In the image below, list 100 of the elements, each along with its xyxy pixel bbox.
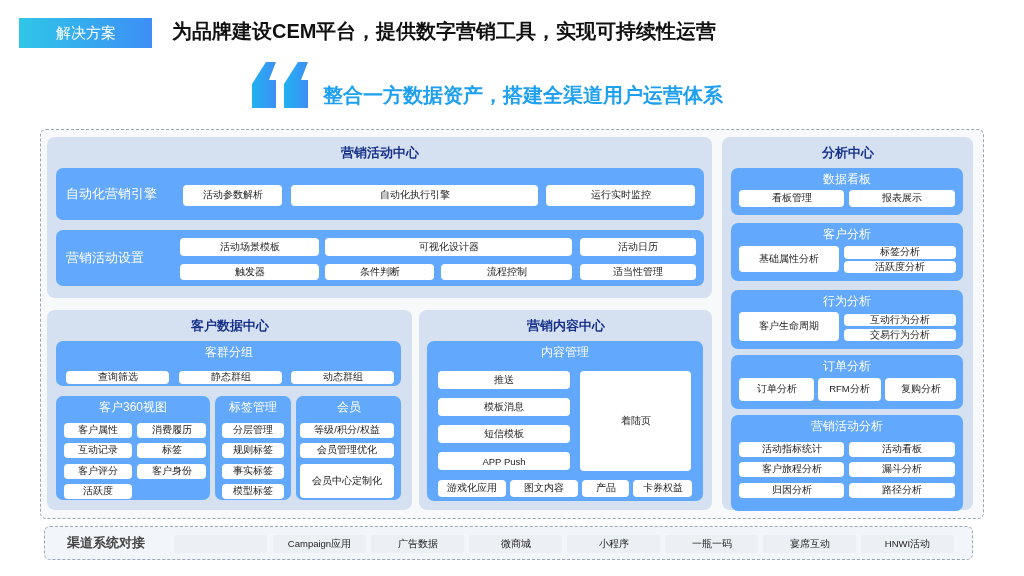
feature-tile — [325, 264, 434, 280]
feature-tile — [441, 264, 572, 280]
panel-heading: 营销内容中心 — [525, 318, 606, 335]
tile-label: 订单分析 — [756, 383, 797, 396]
module-panel — [47, 310, 412, 510]
tile-label: 活动参数解析 — [202, 189, 263, 202]
tile-label: 基础属性分析 — [759, 252, 819, 266]
submodule-panel — [731, 290, 963, 349]
tile-label: APP Push — [482, 455, 526, 467]
feature-tile — [64, 484, 132, 499]
feature-tile — [510, 480, 578, 497]
tile-label: 活动看板 — [882, 443, 922, 456]
tile-label: 活动场景模板 — [219, 240, 280, 254]
panel-heading: 客群分组 — [203, 344, 254, 361]
tile-label: 会员管理优化 — [317, 444, 377, 457]
feature-tile — [300, 423, 394, 438]
feature-tile — [291, 371, 394, 384]
tile-label: 活跃度分析 — [875, 260, 925, 274]
feature-tile — [222, 484, 284, 499]
subtitle: 整合一方数据资产，搭建全渠道用户运营体系 — [323, 83, 723, 108]
tile-label: 互动记录 — [78, 444, 118, 457]
tile-label: 宴席互动 — [789, 537, 830, 551]
tile-label: 模型标签 — [233, 485, 273, 498]
feature-tile — [66, 371, 169, 384]
panel-heading: 客户分析 — [822, 226, 872, 243]
tile-label: 标签 — [161, 444, 182, 457]
feature-tile — [849, 483, 955, 498]
tile-label: 查询筛选 — [97, 371, 138, 384]
panel-heading: 自动化营销引擎 — [66, 185, 157, 203]
panel-heading: 订单分析 — [822, 358, 872, 375]
tile-label: 消费履历 — [151, 424, 192, 437]
feature-tile — [849, 462, 955, 477]
submodule-panel — [56, 341, 401, 386]
feature-tile — [580, 371, 691, 471]
feature-tile — [291, 185, 538, 206]
tile-label: 事实标签 — [233, 465, 273, 478]
tile-label: 漏斗分析 — [882, 463, 922, 476]
submodule-panel — [215, 396, 291, 500]
tile-label: 模板消息 — [484, 400, 524, 414]
tile-label: 流程控制 — [486, 265, 527, 279]
feature-tile — [300, 443, 394, 458]
tile-label: 可视化设计器 — [418, 240, 479, 254]
panel-heading: 客户数据中心 — [189, 318, 270, 335]
feature-tile — [137, 464, 206, 479]
feature-tile — [64, 464, 132, 479]
tile-label: 客户生命周期 — [759, 320, 819, 333]
feature-tile — [580, 264, 696, 280]
feature-tile — [844, 246, 956, 259]
channel-band — [44, 526, 973, 560]
feature-tile — [739, 312, 839, 341]
feature-tile — [300, 464, 394, 498]
panel-heading: 标签管理 — [228, 399, 278, 416]
tile-label: HNWI活动 — [884, 537, 931, 551]
tile-label: 客户属性 — [78, 424, 118, 437]
tile-label: 活跃度 — [83, 485, 113, 498]
tile-label: 小程序 — [598, 537, 629, 551]
tile-label: 活动指标统计 — [761, 443, 822, 456]
tile-label: 标签分析 — [880, 246, 920, 259]
tile-label: 运行实时监控 — [590, 189, 651, 202]
feature-tile — [180, 264, 319, 280]
tile-label: 客户身份 — [151, 465, 192, 478]
feature-tile — [849, 190, 955, 207]
module-panel — [47, 137, 712, 298]
feature-tile — [180, 238, 319, 256]
tile-label: 卡券权益 — [642, 482, 683, 495]
feature-tile — [739, 442, 844, 457]
feature-tile — [179, 371, 282, 384]
tile-label: 分层管理 — [233, 424, 273, 437]
feature-tile — [739, 190, 844, 207]
feature-tile — [222, 464, 284, 479]
submodule-panel — [731, 223, 963, 281]
feature-tile — [885, 378, 956, 401]
tile-label: 报表展示 — [882, 192, 922, 205]
module-panel — [722, 137, 973, 510]
feature-tile — [438, 480, 506, 497]
tile-label: 一瓶一码 — [691, 537, 732, 551]
panel-heading: 数据看板 — [822, 171, 872, 188]
feature-tile — [64, 443, 132, 458]
section-tag: 解决方案 — [19, 18, 152, 48]
tile-label: 规则标签 — [233, 444, 273, 457]
submodule-panel — [296, 396, 401, 500]
feature-tile — [438, 425, 570, 443]
tile-label: RFM分析 — [829, 383, 870, 396]
tile-label: 触发器 — [234, 265, 265, 279]
submodule-panel — [56, 396, 210, 500]
feature-tile — [438, 452, 570, 470]
feature-tile — [844, 329, 956, 341]
feature-tile — [739, 378, 814, 401]
feature-tile — [438, 371, 570, 389]
tile-label: 归因分析 — [771, 484, 812, 497]
submodule-panel — [56, 230, 704, 286]
feature-tile — [222, 423, 284, 438]
tile-label: 客户旅程分析 — [761, 463, 822, 476]
feature-tile — [438, 398, 570, 416]
tile-label: 游戏化应用 — [447, 482, 497, 495]
tile-label: 复购分析 — [900, 383, 941, 396]
tile-label: 自动化执行引擎 — [379, 189, 450, 202]
feature-tile — [582, 480, 629, 497]
tile-label: 活动日历 — [618, 240, 658, 254]
panel-heading: 分析中心 — [820, 145, 875, 162]
